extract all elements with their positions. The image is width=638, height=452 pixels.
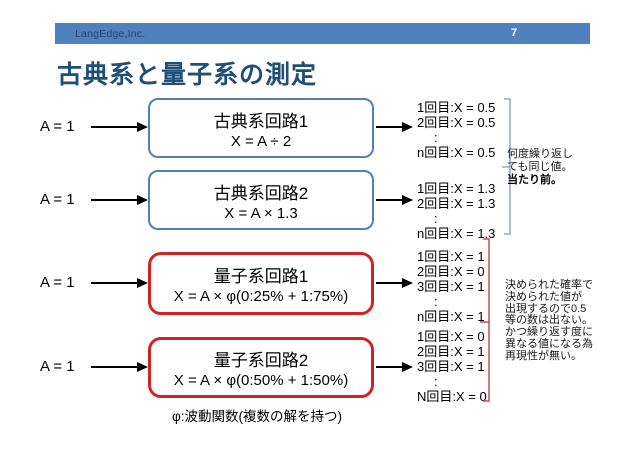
- result-line: N回目:X = 0: [417, 389, 487, 404]
- quantum-note-line: 異なる値になる為: [505, 337, 593, 350]
- quantum-note-line: 再現性が無い。: [505, 349, 582, 362]
- circuit-box-formula: X = A ÷ 2: [230, 132, 292, 150]
- input-arrow: [91, 199, 137, 202]
- result-line: :: [434, 294, 438, 309]
- input-label: A = 1: [40, 191, 75, 208]
- result-line: 2回目:X = 1.3: [417, 196, 496, 211]
- circuit-box-2: 古典系回路2 X = A × 1.3: [148, 170, 374, 230]
- output-arrow: [376, 366, 402, 369]
- circuit-box-1: 古典系回路1 X = A ÷ 2: [148, 98, 374, 158]
- quantum-note-line: かつ繰り返す度に: [505, 326, 593, 339]
- result-line: 2回目:X = 1: [417, 344, 485, 359]
- quantum-note-line: 出現するので0.5: [505, 302, 587, 315]
- result-line: 1回目:X = 1.3: [417, 181, 496, 196]
- input-arrow: [91, 366, 137, 369]
- quantum-note-line: 決められた値が: [505, 290, 582, 303]
- circuit-box-formula: X = A × φ(0:25% + 1:75%): [173, 288, 349, 305]
- result-line: 3回目:X = 1: [417, 359, 485, 374]
- slide-title: 古典系と量子系の測定: [57, 61, 318, 89]
- quantum-bracket: [480, 238, 490, 402]
- circuit-box-title: 量子系回路2: [213, 351, 309, 370]
- circuit-box-formula: X = A × 1.3: [224, 204, 298, 222]
- classical-bracket: [502, 98, 511, 235]
- circuit-box-title: 古典系回路1: [213, 111, 309, 131]
- classical-note-line: ても同じ値。: [507, 161, 573, 173]
- quantum-note-line: 等の数は出ない。: [505, 314, 593, 327]
- circuit-box-title: 量子系回路1: [213, 267, 309, 286]
- result-line: 1回目:X = 0.5: [417, 100, 496, 115]
- result-line: 1回目:X = 0: [417, 329, 485, 344]
- result-line: 1回目:X = 1: [417, 249, 485, 264]
- output-arrow: [376, 282, 402, 285]
- result-line: :: [434, 130, 438, 145]
- wave-function-note: φ:波動関数(複数の解を持つ): [172, 409, 342, 424]
- circuit-box-3: 量子系回路1 X = A × φ(0:25% + 1:75%): [148, 252, 374, 315]
- input-label: A = 1: [40, 274, 75, 291]
- input-arrow: [91, 282, 137, 285]
- result-line: n回目:X = 1.3: [417, 226, 496, 241]
- input-label: A = 1: [40, 118, 75, 135]
- page-number: 7: [511, 27, 518, 39]
- classical-note-line: 何度繰り返し: [507, 148, 573, 160]
- result-line: n回目:X = 1: [417, 309, 485, 324]
- classical-note: 何度繰り返し ても同じ値。 当たり前。: [507, 148, 602, 187]
- input-label: A = 1: [40, 358, 75, 375]
- input-arrow: [91, 126, 137, 129]
- header-bar: LangEdge,Inc. 7: [55, 23, 590, 44]
- result-line: :: [434, 374, 438, 389]
- circuit-box-title: 古典系回路2: [213, 183, 309, 203]
- output-arrow: [376, 199, 402, 202]
- company-name: LangEdge,Inc.: [75, 28, 146, 40]
- result-line: 3回目:X = 1: [417, 279, 485, 294]
- quantum-note-line: 決められた確率で: [505, 279, 593, 291]
- result-line: 2回目:X = 0: [417, 264, 485, 279]
- result-line: n回目:X = 0.5: [417, 145, 496, 160]
- classical-note-emphasis: 当たり前。: [507, 174, 562, 186]
- result-line: 2回目:X = 0.5: [417, 115, 496, 130]
- quantum-note: 決められた確率で 決められた値が 出現するので0.5 等の数は出ない。 かつ繰り…: [505, 279, 623, 363]
- circuit-box-4: 量子系回路2 X = A × φ(0:50% + 1:50%): [148, 337, 374, 398]
- result-line: :: [434, 211, 438, 226]
- circuit-box-formula: X = A × φ(0:50% + 1:50%): [173, 372, 349, 389]
- output-arrow: [376, 126, 402, 129]
